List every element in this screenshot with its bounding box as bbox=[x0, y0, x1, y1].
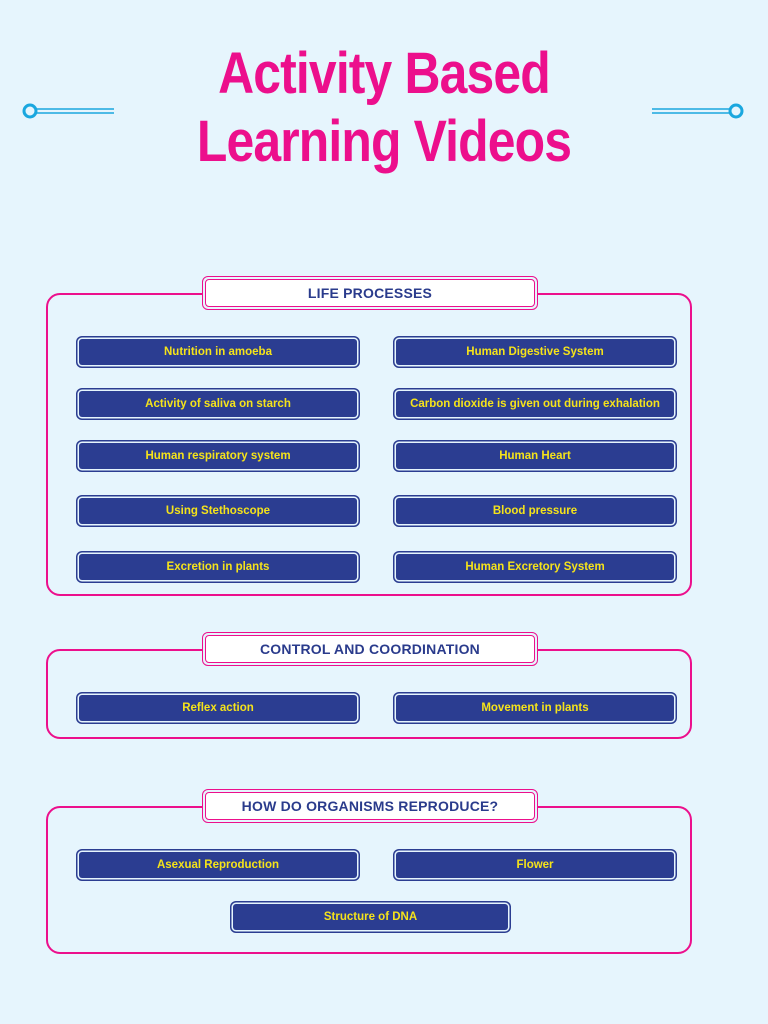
video-button-activity-of-saliva[interactable]: Activity of saliva on starch bbox=[79, 391, 357, 417]
circuit-decoration-right-icon bbox=[652, 103, 744, 119]
video-button-human-digestive-system[interactable]: Human Digestive System bbox=[396, 339, 674, 365]
section-heading-how-do-organisms-reproduce: HOW DO ORGANISMS REPRODUCE? bbox=[202, 789, 538, 823]
section-heading-control-and-coordination: CONTROL AND COORDINATION bbox=[202, 632, 538, 666]
video-button-carbon-dioxide-exhalation[interactable]: Carbon dioxide is given out during exhal… bbox=[396, 391, 674, 417]
video-button-blood-pressure[interactable]: Blood pressure bbox=[396, 498, 674, 524]
circuit-decoration-left-icon bbox=[22, 103, 114, 119]
video-button-movement-in-plants[interactable]: Movement in plants bbox=[396, 695, 674, 721]
video-button-structure-of-dna[interactable]: Structure of DNA bbox=[233, 904, 508, 930]
page-title: Activity Based Learning Videos bbox=[54, 40, 714, 176]
video-button-excretion-in-plants[interactable]: Excretion in plants bbox=[79, 554, 357, 580]
video-button-using-stethoscope[interactable]: Using Stethoscope bbox=[79, 498, 357, 524]
video-button-nutrition-in-amoeba[interactable]: Nutrition in amoeba bbox=[79, 339, 357, 365]
section-heading-life-processes: LIFE PROCESSES bbox=[202, 276, 538, 310]
video-button-asexual-reproduction[interactable]: Asexual Reproduction bbox=[79, 852, 357, 878]
video-button-flower[interactable]: Flower bbox=[396, 852, 674, 878]
title-line-2: Learning Videos bbox=[196, 109, 572, 174]
video-button-human-excretory-system[interactable]: Human Excretory System bbox=[396, 554, 674, 580]
video-button-reflex-action[interactable]: Reflex action bbox=[79, 695, 357, 721]
title-line-1: Activity Based bbox=[218, 41, 551, 106]
video-button-human-respiratory-system[interactable]: Human respiratory system bbox=[79, 443, 357, 469]
section-how-do-organisms-reproduce bbox=[46, 806, 692, 954]
video-button-human-heart[interactable]: Human Heart bbox=[396, 443, 674, 469]
